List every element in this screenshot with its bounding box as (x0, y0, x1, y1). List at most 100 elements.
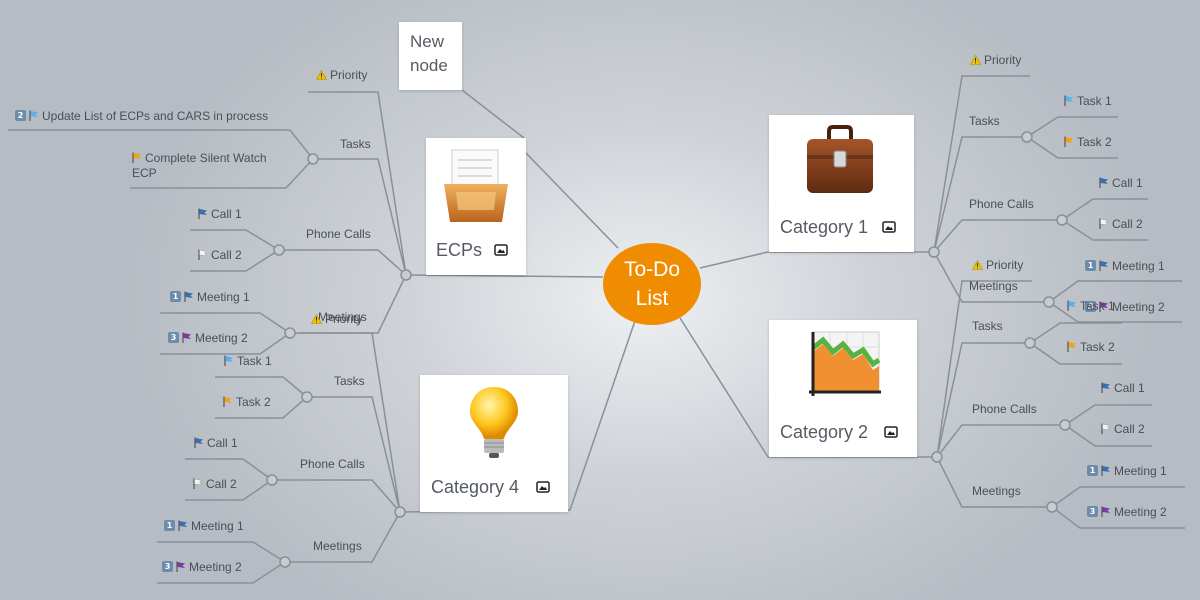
category-2-meeting-1[interactable]: 1 Meeting 1 (1087, 463, 1167, 478)
category-1-tasks[interactable]: Tasks (969, 113, 1000, 128)
category-1-priority[interactable]: Priority (970, 52, 1021, 67)
ecps-title: ECPs (436, 240, 483, 260)
ecps-task-2-label-line1: Complete Silent Watch (145, 150, 267, 165)
image-icon[interactable] (882, 221, 896, 233)
image-icon[interactable] (494, 244, 508, 256)
category-4-call-2[interactable]: Call 2 (193, 476, 237, 491)
flag-icon (178, 520, 187, 532)
priority-number-icon: 1 (164, 520, 175, 532)
ecps-phone-calls[interactable]: Phone Calls (306, 226, 371, 241)
ecps-call-1[interactable]: Call 1 (198, 206, 242, 221)
category-2-call-2-label: Call 2 (1114, 421, 1145, 436)
flag-icon (198, 208, 207, 220)
category-4-task-2-label: Task 2 (236, 394, 271, 409)
flag-icon (1067, 300, 1076, 312)
category-4-phone-calls[interactable]: Phone Calls (300, 456, 365, 471)
category-4-tasks[interactable]: Tasks (334, 373, 365, 388)
category-2-call-1-label: Call 1 (1114, 380, 1145, 395)
flag-icon (182, 332, 191, 344)
category-4-priority[interactable]: Priority (311, 311, 362, 326)
inbox-tray-icon (444, 149, 508, 222)
category-1-tasks-label: Tasks (969, 113, 1000, 128)
ecps-tasks[interactable]: Tasks (340, 136, 371, 151)
category-1-phone-calls[interactable]: Phone Calls (969, 196, 1034, 211)
flag-icon (1064, 95, 1073, 107)
category-2-tasks[interactable]: Tasks (972, 318, 1003, 333)
topic-category-4[interactable]: Category 4 (420, 375, 568, 512)
category-2-priority[interactable]: Priority (972, 257, 1023, 272)
category-1-task-1-label: Task 1 (1077, 93, 1112, 108)
image-icon[interactable] (884, 426, 898, 438)
ecps-task-2-label-line2: ECP (132, 165, 157, 180)
category-4-task-1-label: Task 1 (237, 353, 272, 368)
category-2-meeting-1-label: Meeting 1 (1114, 463, 1167, 478)
category-4-call-1[interactable]: Call 1 (194, 435, 238, 450)
topic-category-1[interactable]: Category 1 (769, 115, 914, 252)
flag-icon (1101, 382, 1110, 394)
image-icon[interactable] (536, 481, 550, 493)
category-2-meetings-label: Meetings (972, 483, 1021, 498)
category-1-meetings-label: Meetings (969, 278, 1018, 293)
priority-number-icon: 1 (1087, 465, 1098, 477)
category-4-task-2[interactable]: Task 2 (223, 394, 271, 409)
category-4-meetings[interactable]: Meetings (313, 538, 362, 553)
category-4-task-1[interactable]: Task 1 (224, 353, 272, 368)
category-2-call-2[interactable]: Call 2 (1101, 421, 1145, 436)
flag-icon (1101, 423, 1111, 435)
topic-ecps[interactable]: ECPs (426, 138, 526, 275)
topic-category-2[interactable]: Category 2 (769, 320, 917, 457)
category-1-meeting-2-label: Meeting 2 (1112, 299, 1165, 314)
category-2-phone-calls[interactable]: Phone Calls (972, 401, 1037, 416)
ecps-call-1-label: Call 1 (211, 206, 242, 221)
category-1-call-1-label: Call 1 (1112, 175, 1143, 190)
new-node[interactable]: New node (399, 22, 462, 90)
flag-icon (1099, 177, 1108, 189)
ecps-meetings-label: Meetings (318, 309, 367, 324)
flag-icon (193, 478, 203, 490)
briefcase-icon (807, 125, 873, 193)
priority-number-icon: 3 (168, 332, 179, 344)
flag-icon (1101, 506, 1110, 518)
category-1-task-1[interactable]: Task 1 (1064, 93, 1112, 108)
warning-icon (311, 313, 322, 324)
category-1-task-2[interactable]: Task 2 (1064, 134, 1112, 149)
category-2-task-2-label: Task 2 (1080, 339, 1115, 354)
category-2-task-2[interactable]: Task 2 (1067, 339, 1115, 354)
category-2-phone-calls-label: Phone Calls (972, 401, 1037, 416)
category-1-call-2[interactable]: Call 2 (1099, 216, 1143, 231)
category-1-meetings[interactable]: Meetings (969, 278, 1018, 293)
category-4-phone-calls-label: Phone Calls (300, 456, 365, 471)
ecps-call-2[interactable]: Call 2 (198, 247, 242, 262)
warning-icon (316, 69, 327, 80)
category-2-meetings[interactable]: Meetings (972, 483, 1021, 498)
ecps-meetings[interactable]: Meetings (318, 309, 367, 324)
category-1-task-2-label: Task 2 (1077, 134, 1112, 149)
lightbulb-icon (470, 387, 518, 458)
category-2-task-1[interactable]: Task 1 (1067, 298, 1115, 313)
category-2-call-1[interactable]: Call 1 (1101, 380, 1145, 395)
priority-number-icon: 3 (162, 561, 173, 573)
category-1-title: Category 1 (780, 217, 869, 237)
category-1-call-1[interactable]: Call 1 (1099, 175, 1143, 190)
central-title-line1: To-Do (623, 258, 681, 281)
flag-icon (1099, 218, 1109, 230)
category-1-meeting-1-label: Meeting 1 (1112, 258, 1165, 273)
flag-icon (132, 152, 141, 164)
ecps-priority[interactable]: Priority (316, 67, 367, 82)
priority-number-icon: 3 (1087, 506, 1098, 518)
flag-icon (1064, 136, 1073, 148)
flag-icon (223, 396, 232, 408)
new-node-line2: node (410, 56, 448, 75)
new-node-line1: New (410, 32, 445, 51)
